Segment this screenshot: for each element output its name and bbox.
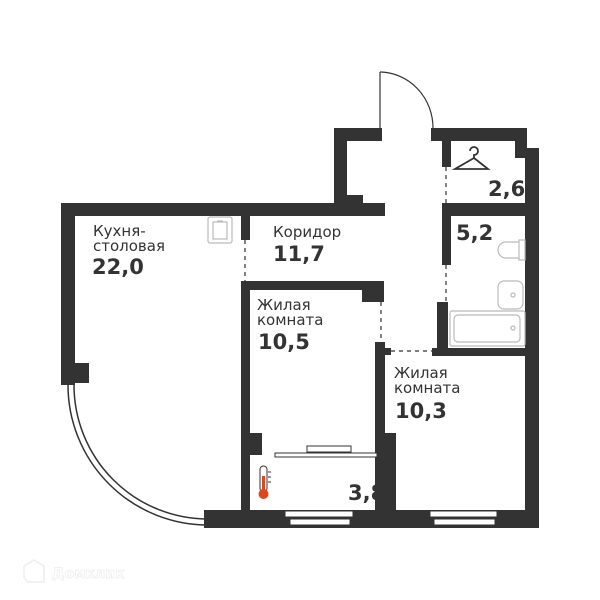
kitchen-label-1: Кухня- (93, 222, 146, 240)
kitchen-area: 22,0 (92, 255, 144, 279)
watermark-text: Домклик (52, 566, 125, 582)
kitchen-label-2: столовая (93, 237, 165, 255)
hanger-icon (451, 146, 491, 170)
sink-icon (207, 216, 233, 244)
toilet-icon (497, 239, 526, 261)
living1-area: 10,5 (258, 330, 310, 354)
corridor-area: 11,7 (273, 242, 325, 266)
living1-label-1: Жилая (257, 296, 311, 314)
balcony-area: 3,8 (348, 481, 385, 505)
windows (274, 445, 498, 526)
curved-window (67, 384, 209, 526)
wardrobe-area: 2,6 (488, 177, 525, 201)
living1-label-2: комната (257, 311, 323, 329)
watermark-logo: Домклик (23, 559, 125, 583)
living2-label-1: Жилая (394, 364, 448, 382)
entrance-door[interactable] (379, 71, 434, 129)
fixtures (207, 216, 526, 347)
bathtub-icon (449, 310, 526, 347)
thermometer-icon (258, 465, 271, 499)
openings (244, 167, 447, 352)
corridor-label: Коридор (273, 223, 341, 241)
washbasin-icon (497, 280, 524, 310)
living2-area: 10,3 (395, 399, 447, 423)
bathroom-area: 5,2 (456, 221, 493, 245)
living2-label-2: комната (394, 379, 460, 397)
